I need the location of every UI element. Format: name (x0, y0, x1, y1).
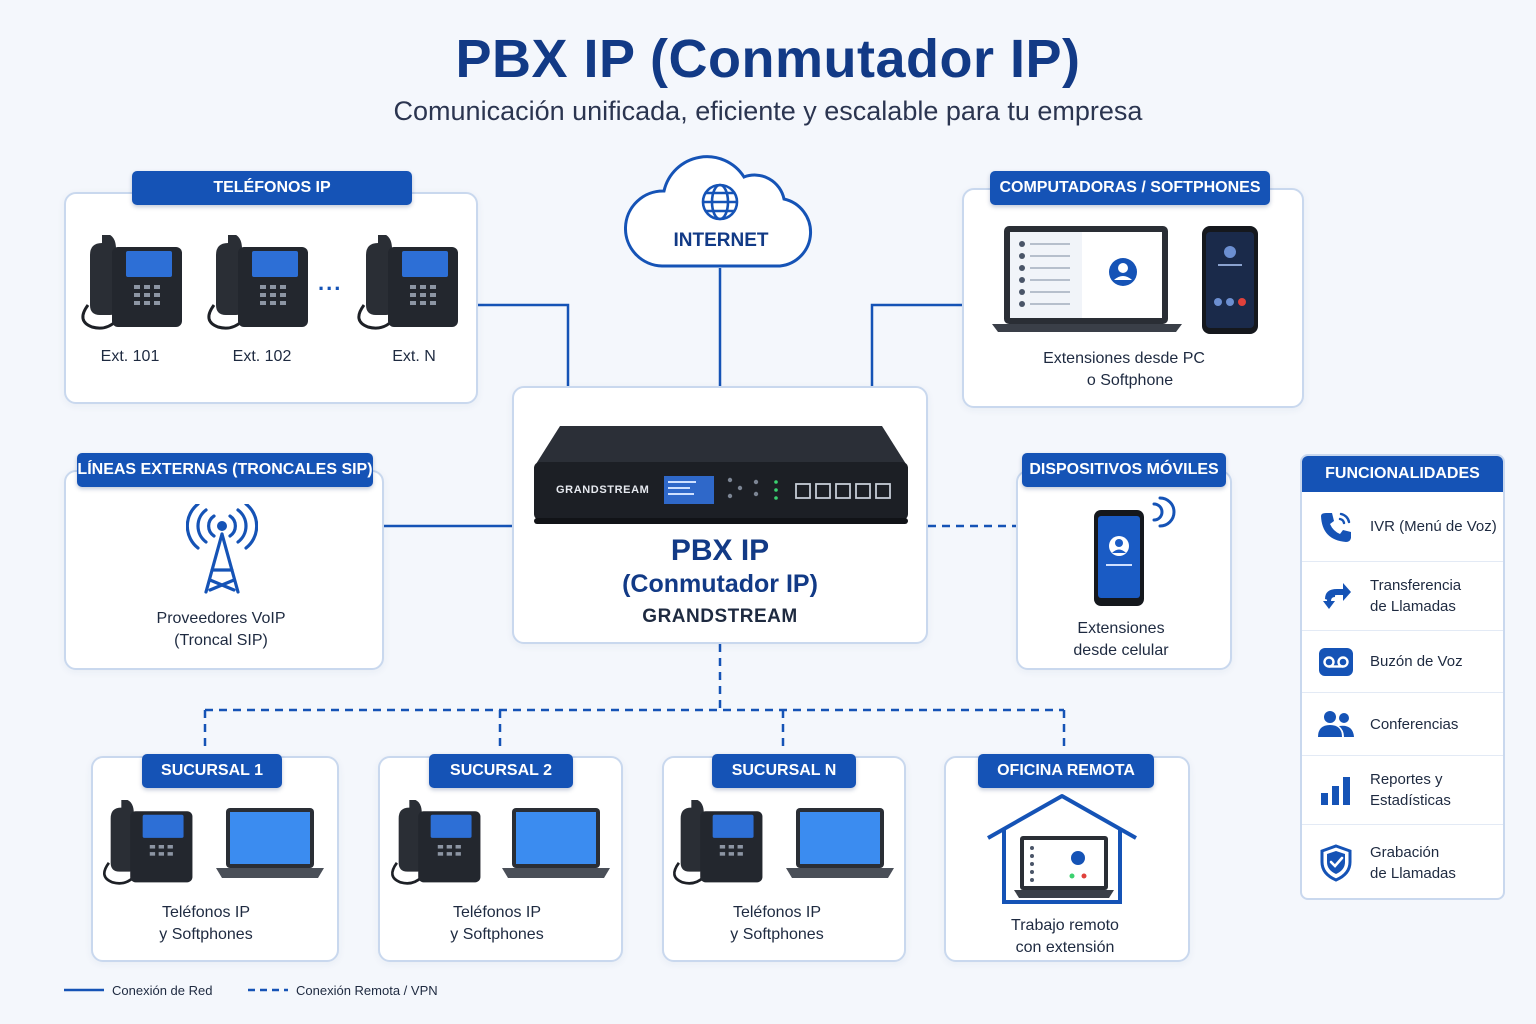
feature-item-recording: Grabación de Llamadas (1302, 824, 1503, 898)
branch-n-caption-line1: Teléfonos IP (732, 904, 822, 921)
mobile-devices-tag: DISPOSITIVOS MÓVILES (1022, 453, 1226, 487)
ip-phone-icon (207, 235, 308, 330)
pbx-name-line2: (Conmutador IP) (622, 570, 818, 598)
branch-n-caption-line2: y Softphones (730, 926, 824, 943)
ip-phones-tag: TELÉFONOS IP (132, 171, 412, 205)
transfer-icon (1323, 583, 1351, 609)
feature-label: Grabación (1370, 843, 1440, 861)
users-icon (1318, 711, 1354, 737)
feature-label: IVR (Menú de Voz) (1370, 518, 1497, 535)
feature-label: de Llamadas (1370, 864, 1456, 882)
legend-dashed-line (248, 988, 288, 992)
legend-network-label: Conexión de Red (112, 983, 213, 998)
features-tag: FUNCIONALIDADES (1302, 456, 1503, 492)
laptop-softphone-icon (1014, 836, 1114, 898)
house-icon (987, 794, 1137, 904)
line-phones-to-pbx (478, 303, 570, 386)
computers-caption-line2: o Softphone (1086, 372, 1174, 389)
voicemail-icon (1319, 647, 1353, 676)
branch-n-tag: SUCURSAL N (712, 754, 856, 788)
sip-trunks-panel (64, 470, 384, 670)
laptop-icon (216, 808, 324, 878)
sip-trunks-caption-line2: (Troncal SIP) (174, 632, 268, 649)
branch-2-caption-line2: y Softphones (450, 926, 544, 943)
feature-item-voicemail: Buzón de Voz (1302, 630, 1503, 692)
feature-label: Estadísticas (1370, 792, 1451, 809)
antenna-tower-icon (186, 504, 258, 594)
line-computers-to-pbx (870, 303, 962, 386)
ip-phone-icon (673, 800, 763, 885)
branch-1-caption-line2: y Softphones (159, 926, 253, 943)
legend-solid-line (64, 988, 104, 992)
laptop-icon (502, 808, 610, 878)
branch-1-caption-line1: Teléfonos IP (161, 904, 251, 921)
mobile-phone-icon (1094, 496, 1176, 606)
laptop-softphone-icon (992, 226, 1182, 332)
laptop-icon (786, 808, 894, 878)
branch-1-tag: SUCURSAL 1 (142, 754, 282, 788)
globe-icon (701, 183, 739, 221)
pbx-name-line1: PBX IP (670, 534, 770, 567)
page-subtitle: Comunicación unificada, eficiente y esca… (393, 96, 1143, 126)
phones-ellipsis: ... (318, 270, 343, 295)
remote-office-caption-line1: Trabajo remoto (1011, 917, 1119, 934)
extension-label: Ext. 101 (100, 348, 160, 365)
smartphone-softphone-icon (1202, 226, 1258, 334)
mobile-caption-line2: desde celular (1073, 642, 1169, 659)
feature-item-ivr: IVR (Menú de Voz) (1302, 492, 1503, 561)
ip-phone-icon (357, 235, 458, 330)
mobile-caption-line1: Extensiones (1077, 620, 1165, 637)
feature-label: Conferencias (1370, 715, 1459, 733)
branch-2-caption-line1: Teléfonos IP (452, 904, 542, 921)
legend-remote-label: Conexión Remota / VPN (296, 983, 438, 998)
features-panel: FUNCIONALIDADES IVR (Menú de Voz) Transf… (1300, 454, 1505, 900)
feature-label: Reportes y (1370, 771, 1443, 788)
bar-chart-icon (1321, 777, 1350, 805)
pbx-vendor: GRANDSTREAM (642, 606, 798, 627)
remote-office-caption-line2: con extensión (1015, 939, 1115, 956)
feature-item-reports: Reportes y Estadísticas (1302, 755, 1503, 824)
phone-icon (1321, 512, 1351, 542)
internet-label: INTERNET (673, 230, 769, 251)
remote-office-tag: OFICINA REMOTA (978, 754, 1154, 788)
shield-check-icon (1320, 843, 1352, 882)
feature-label: Transferencia (1370, 577, 1462, 594)
pbx-device-brand: GRANDSTREAM (556, 484, 650, 496)
ip-phone-icon (81, 235, 182, 330)
ip-phone-icon (391, 800, 481, 885)
feature-label: Buzón de Voz (1370, 653, 1463, 670)
sip-trunks-caption-line1: Proveedores VoIP (156, 610, 286, 627)
feature-item-transfer: Transferencia de Llamadas (1302, 561, 1503, 630)
sip-trunks-tag: LÍNEAS EXTERNAS (TRONCALES SIP) (77, 453, 373, 487)
feature-item-conferences: Conferencias (1302, 692, 1503, 755)
extension-label: Ext. N (392, 348, 436, 365)
branch-2-tag: SUCURSAL 2 (429, 754, 573, 788)
computers-caption-line1: Extensiones desde PC (1043, 350, 1205, 367)
extension-label: Ext. 102 (232, 348, 292, 365)
computers-tag: COMPUTADORAS / SOFTPHONES (990, 171, 1270, 205)
ip-phone-icon (103, 800, 193, 885)
page-title: PBX IP (Conmutador IP) (455, 29, 1081, 89)
feature-label: de Llamadas (1370, 598, 1456, 615)
pbx-device-icon (534, 426, 908, 524)
